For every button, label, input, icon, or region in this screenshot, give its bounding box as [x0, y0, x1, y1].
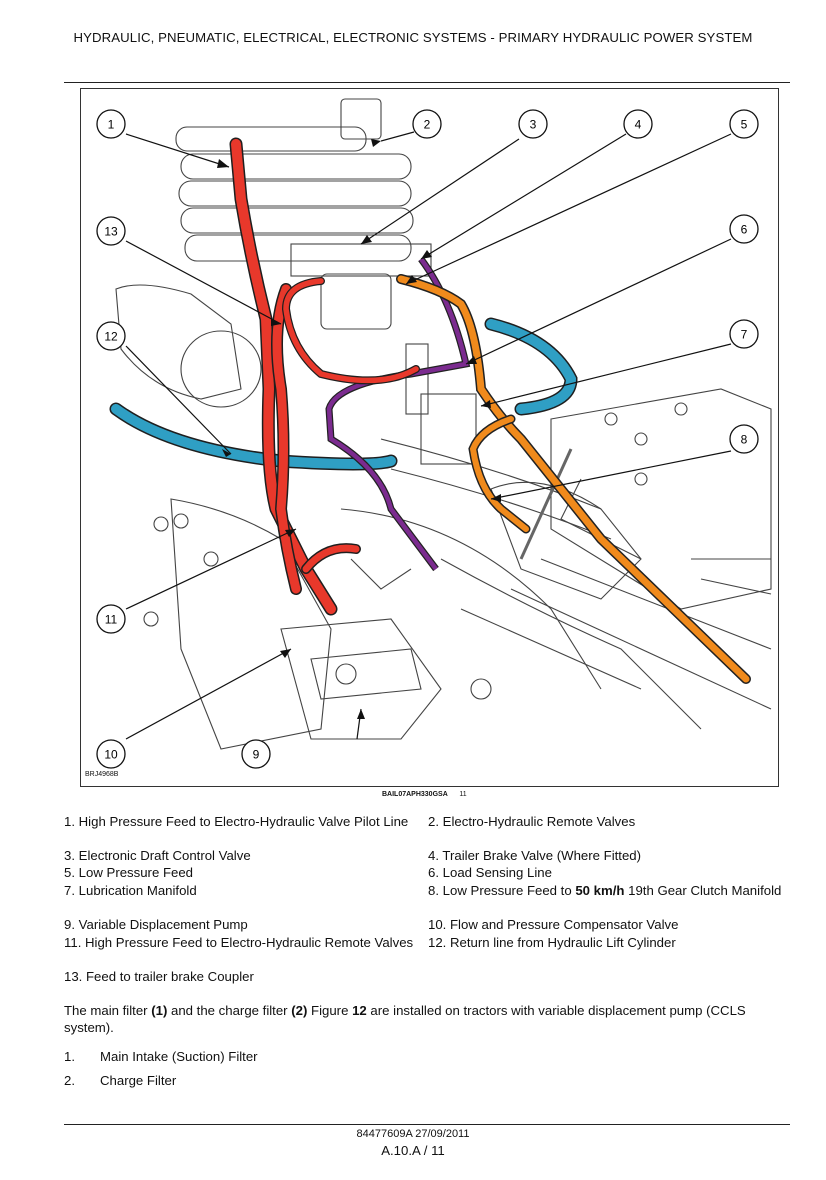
footer-doc-id: 84477609A 27/09/2011 [356, 1128, 470, 1140]
callout-label: 5 [741, 118, 748, 132]
callout-9: 9 [241, 739, 271, 769]
callout-label: 13 [104, 225, 118, 239]
legend-item-8: 8. Low Pressure Feed to 50 km/h 19th Gea… [428, 883, 782, 898]
legend-item-4: 4. Trailer Brake Valve (Where Fitted) [428, 848, 642, 863]
legend-item-2: 2. Electro-Hydraulic Remote Valves [428, 814, 636, 829]
callout-label: 7 [741, 328, 748, 342]
legend-item-10: 10. Flow and Pressure Compensator Valve [428, 917, 679, 932]
callout-5: 5 [729, 109, 759, 139]
callout-13: 13 [96, 216, 126, 246]
callout-label: 8 [741, 433, 748, 447]
footer-page-number: A.10.A / 11 [381, 1143, 445, 1158]
callout-12: 12 [96, 321, 126, 351]
legend-item-12: 12. Return line from Hydraulic Lift Cyli… [428, 935, 676, 950]
callout-label: 9 [253, 748, 260, 762]
callout-7: 7 [729, 319, 759, 349]
legend-item-13: 13. Feed to trailer brake Coupler [64, 969, 254, 984]
legend-item-8-speed: 50 km/h [575, 883, 625, 898]
legend-item-5: 5. Low Pressure Feed [64, 865, 194, 880]
figure-caption-code: BAIL07APH330GSA [382, 791, 448, 798]
figure-caption-number: 11 [459, 791, 467, 798]
callout-label: 10 [104, 748, 118, 762]
legend-item-3: 3. Electronic Draft Control Valve [64, 848, 251, 863]
figure-caption: BAIL07APH330GSA 11 [382, 791, 467, 798]
footer-rule [64, 1124, 790, 1125]
legend-item-7: 7. Lubrication Manifold [64, 883, 197, 898]
callout-label: 4 [635, 118, 642, 132]
figure-image-code: BRJ4968B [85, 771, 119, 778]
callout-6: 6 [729, 214, 759, 244]
callout-11: 11 [96, 604, 126, 634]
callout-1: 1 [96, 109, 126, 139]
callout-label: 2 [424, 118, 431, 132]
legend-item-11: 11. High Pressure Feed to Electro-Hydrau… [64, 935, 414, 950]
legend-item-1: 1. High Pressure Feed to Electro-Hydraul… [64, 814, 409, 829]
callout-label: 1 [108, 118, 115, 132]
page-header: HYDRAULIC, PNEUMATIC, ELECTRICAL, ELECTR… [73, 30, 753, 45]
callout-label: 11 [105, 613, 118, 627]
callout-10: 10 [96, 739, 126, 769]
callout-label: 12 [104, 330, 118, 344]
body-paragraph: The main filter (1) and the charge filte… [64, 1003, 746, 1035]
callout-label: 6 [741, 223, 748, 237]
callout-8: 8 [729, 424, 759, 454]
callout-4: 4 [623, 109, 653, 139]
callout-3: 3 [518, 109, 548, 139]
callout-2: 2 [412, 109, 442, 139]
header-rule [64, 82, 790, 83]
legend-item-6: 6. Load Sensing Line [428, 865, 552, 880]
callout-label: 3 [530, 118, 537, 132]
legend-item-9: 9. Variable Displacement Pump [64, 917, 248, 932]
